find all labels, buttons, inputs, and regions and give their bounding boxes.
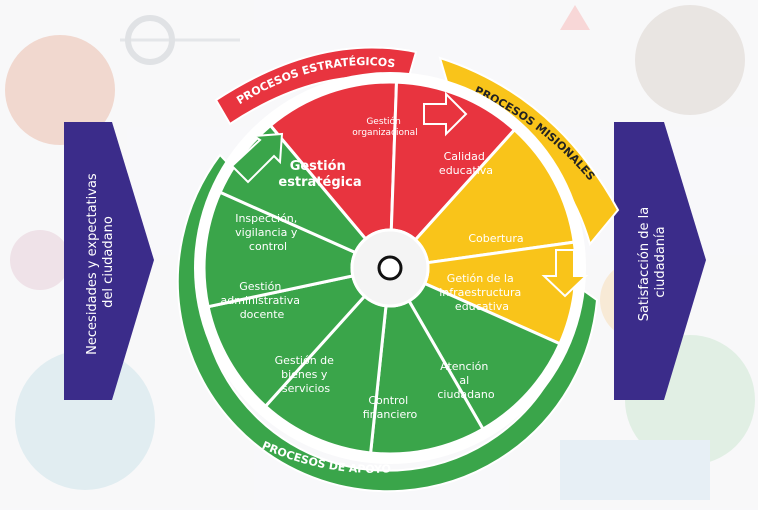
segment-label-gestion-estrategica: Gestión estratégica — [278, 159, 361, 190]
segment-label-atencion: Atención al ciudadano — [437, 360, 494, 401]
segment-label-inspeccion: Inspección, vigilancia y control — [235, 212, 301, 253]
right-arrow-label: Satisfacción de la ciudadanía — [637, 203, 668, 322]
hub-ring-icon — [377, 255, 403, 281]
band-procesos-estrategicos — [214, 46, 418, 126]
arrow-misionales-to-apoyo-icon — [541, 249, 589, 298]
segment-label-calidad-educativa: Calidad educativa — [439, 150, 493, 177]
segment-label-bienes-servicios: Gestión de bienes y servicios — [275, 354, 338, 395]
segment-label-infraestructura: Getión de la infraestructura educativa — [439, 272, 525, 313]
segment-label-cobertura: Cobertura — [468, 232, 523, 245]
right-output-arrow: Satisfacción de la ciudadanía — [614, 122, 706, 400]
left-arrow-label: Necesidades y expectativas del ciudadano — [85, 169, 116, 355]
segment-label-administrativa-docente: Gestión administrativa docente — [221, 280, 304, 321]
arrow-apoyo-to-estrategicos-icon — [230, 132, 284, 184]
arrow-estrategicos-to-misionales-icon — [423, 91, 468, 137]
segment-label-control-financiero: Control financiero — [363, 394, 418, 421]
left-input-arrow: Necesidades y expectativas del ciudadano — [64, 122, 154, 400]
segment-label-gestion-organizacional: Gestión organizacional — [352, 116, 417, 138]
